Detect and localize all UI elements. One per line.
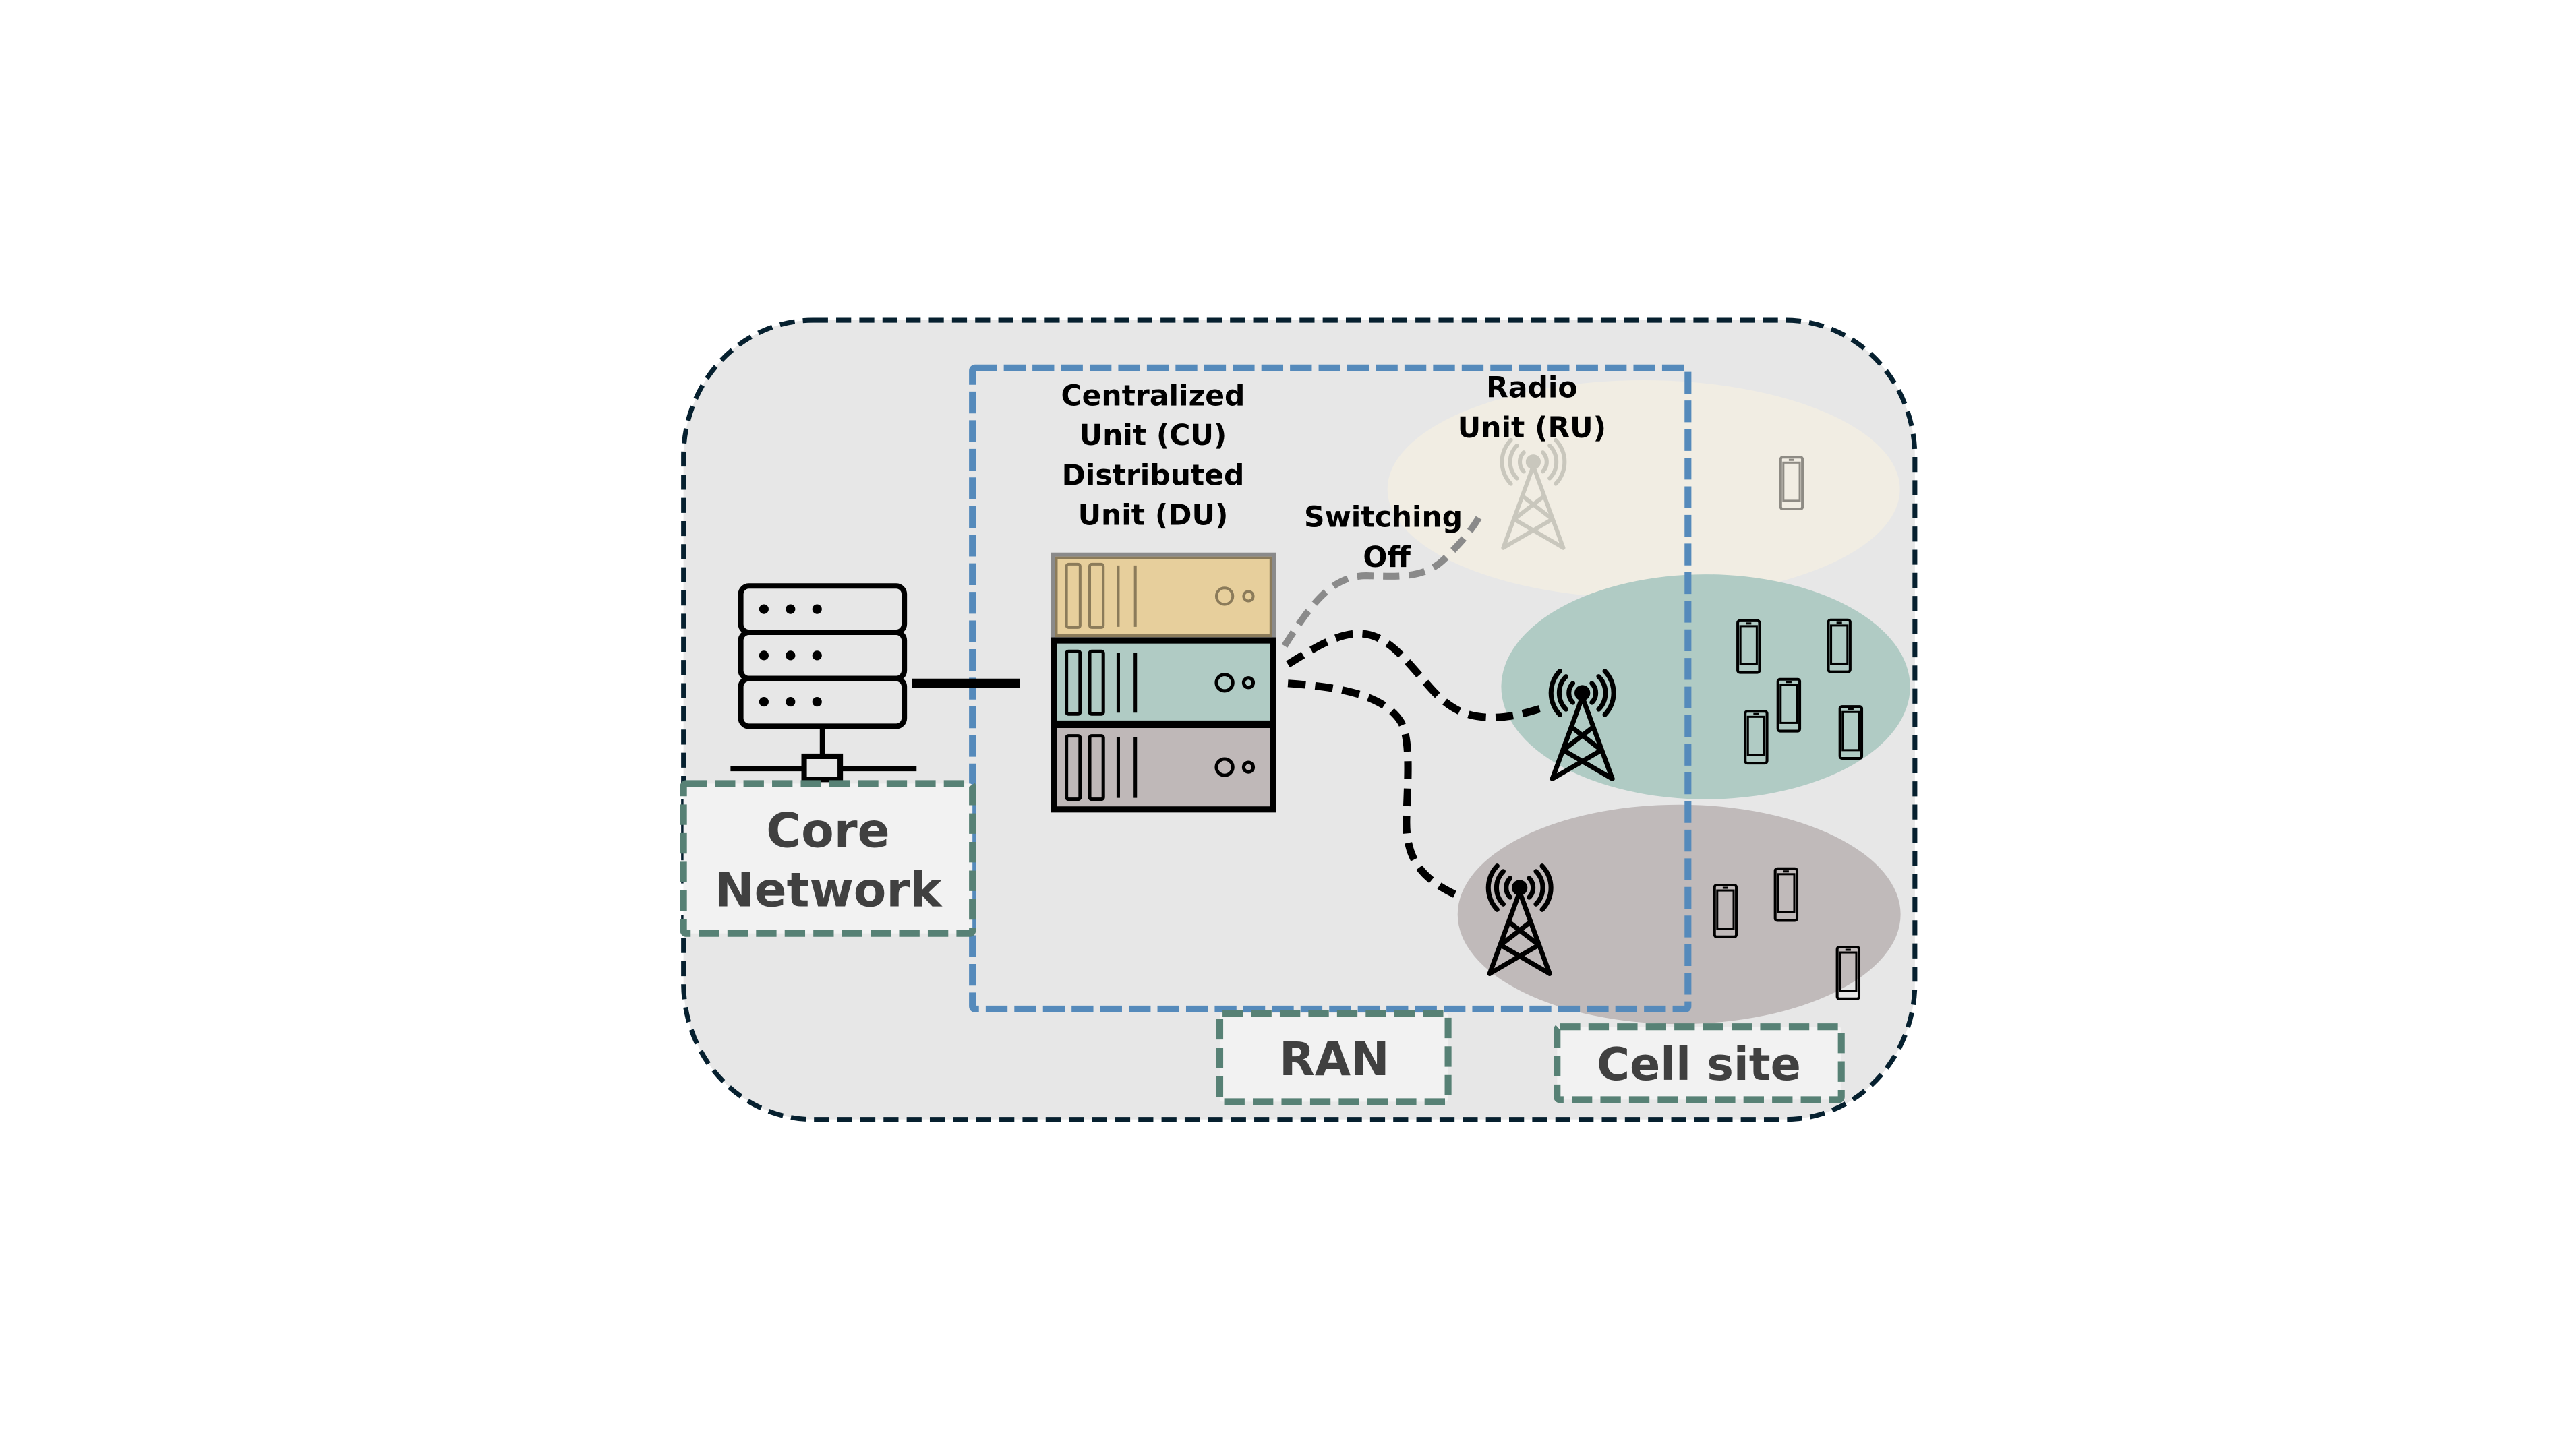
du-unit-off	[1051, 552, 1276, 642]
core-server-icon	[730, 583, 917, 783]
cell-site-label: Cell site	[1597, 1038, 1801, 1091]
core-network-box: Core Network	[680, 780, 976, 937]
fronthaul-link-teal	[1286, 630, 1547, 721]
switching-off-label-line1: Switching	[1304, 501, 1463, 534]
ran-boundary	[969, 364, 1692, 1012]
switching-off-label-line2: Off	[1363, 541, 1411, 574]
cu-label-line1: Centralized	[1061, 380, 1245, 413]
fronthaul-link-off	[1281, 516, 1482, 648]
du-label-line2: Unit (DU)	[1078, 499, 1229, 532]
cell-teal-coverage	[1501, 574, 1910, 799]
core-network-label-line2: Network	[714, 861, 943, 917]
core-network-label-line1: Core	[766, 802, 889, 858]
cu-label-line2: Unit (CU)	[1080, 419, 1227, 452]
ran-label-box: RAN	[1216, 1009, 1452, 1105]
du-label-line1: Distributed	[1062, 460, 1245, 493]
du-unit-gray	[1051, 721, 1276, 813]
cell-gray-coverage	[1457, 804, 1901, 1025]
ru-label-line2: Unit (RU)	[1458, 412, 1606, 445]
ran-label: RAN	[1279, 1033, 1390, 1087]
du-unit-teal	[1051, 637, 1276, 727]
cell-off-coverage	[1387, 380, 1900, 599]
du-rack	[1051, 552, 1276, 813]
ru-label-line1: Radio	[1486, 371, 1577, 404]
core-server-leds	[759, 604, 822, 707]
cu-du-label: Centralized Unit (CU) Distributed Unit (…	[1061, 380, 1245, 532]
fronthaul-link-gray	[1287, 679, 1461, 900]
cell-site-label-box: Cell site	[1554, 1023, 1845, 1103]
